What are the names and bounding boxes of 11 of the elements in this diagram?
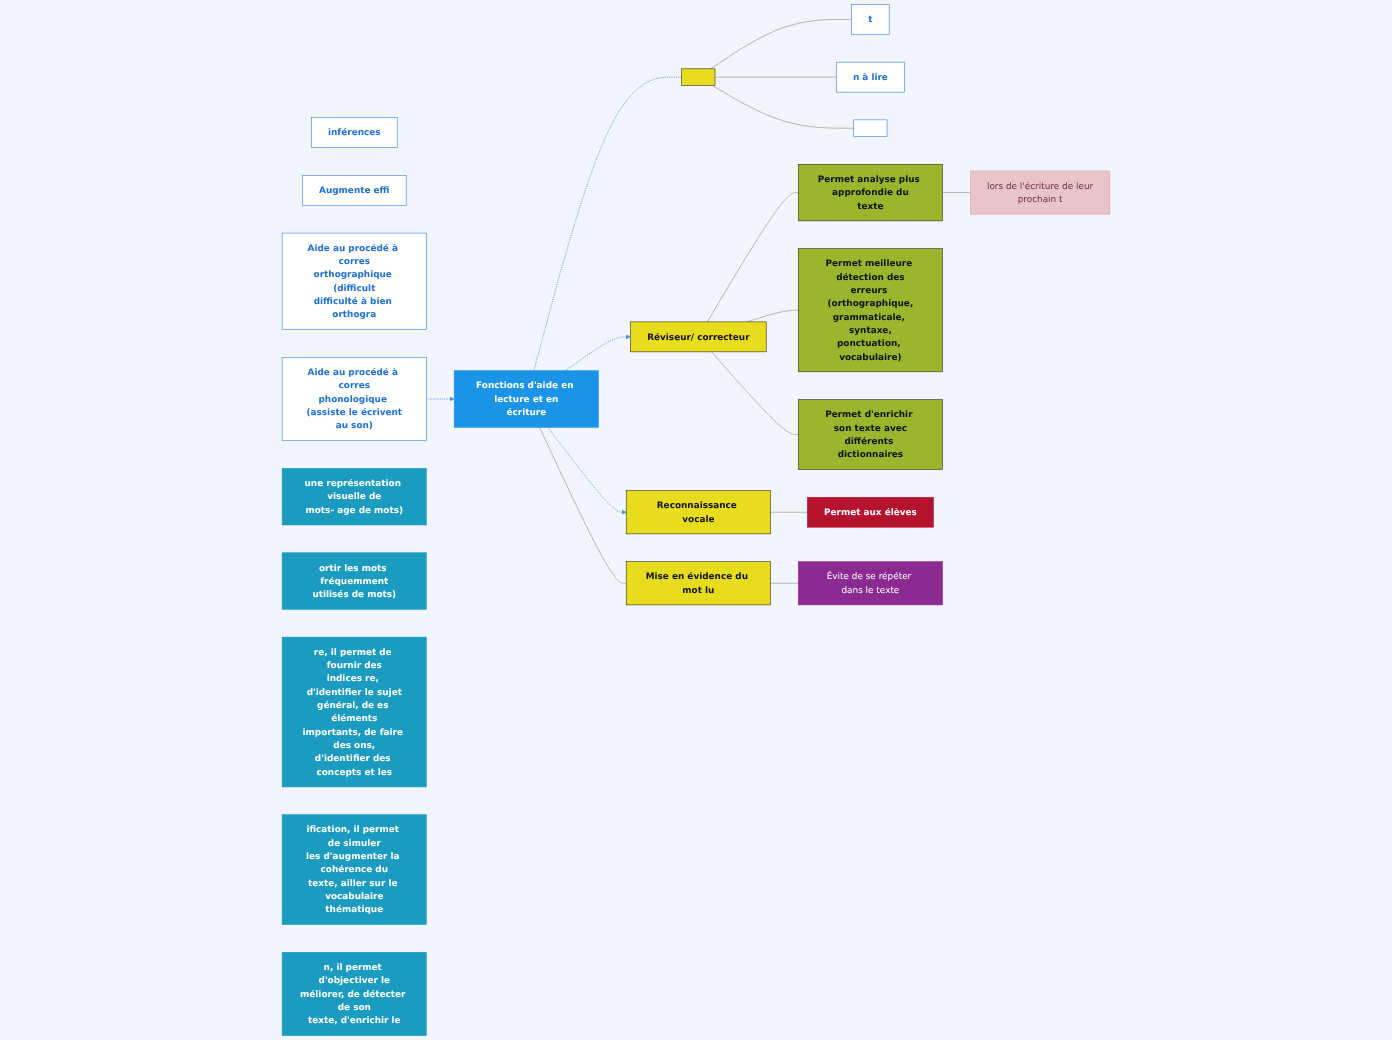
connector <box>714 76 837 78</box>
node-box <box>853 119 888 137</box>
connector <box>770 582 799 584</box>
connector <box>710 19 853 70</box>
connector <box>942 192 971 193</box>
connector <box>770 511 808 513</box>
connector <box>711 85 855 129</box>
connector <box>711 351 799 435</box>
connector <box>746 309 799 323</box>
connector <box>706 192 799 323</box>
node-box <box>681 68 716 86</box>
